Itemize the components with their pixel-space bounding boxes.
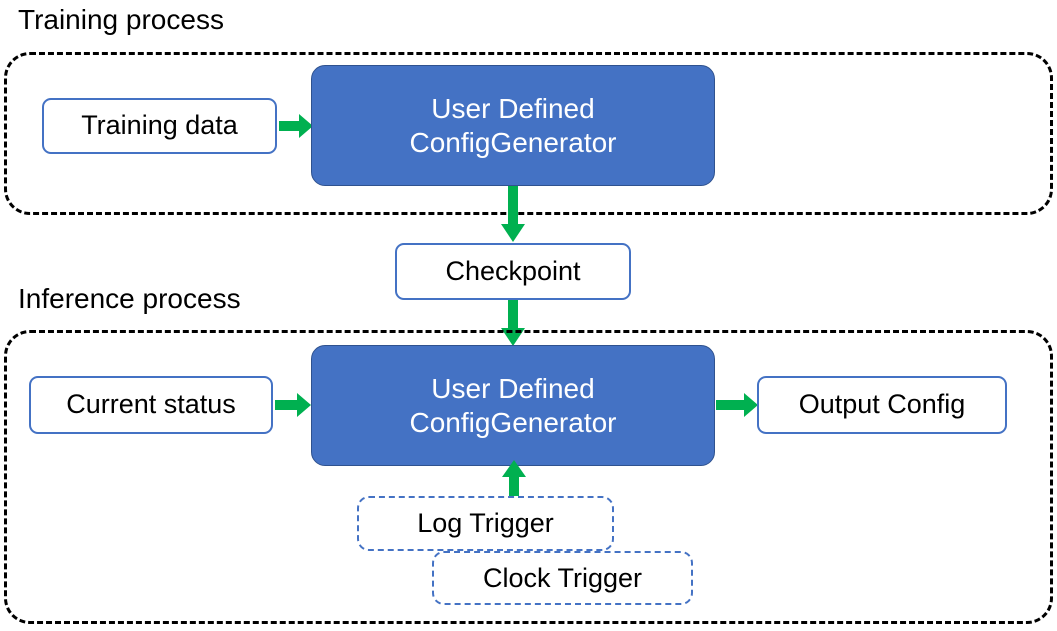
inference-config-generator-box[interactable]: User Defined ConfigGenerator xyxy=(311,345,715,466)
checkpoint-box[interactable]: Checkpoint xyxy=(395,243,631,300)
arrow-current-status-to-generator xyxy=(275,391,313,419)
inference-process-title: Inference process xyxy=(18,283,241,314)
arrow-checkpoint-to-inference-generator xyxy=(499,300,527,348)
training-process-title: Training process xyxy=(18,4,224,35)
arrow-generator-to-checkpoint xyxy=(499,186,527,244)
log-trigger-box[interactable]: Log Trigger xyxy=(357,496,614,551)
arrow-generator-to-output-config xyxy=(716,391,760,419)
training-config-generator-box[interactable]: User Defined ConfigGenerator xyxy=(311,65,715,186)
arrow-training-data-to-generator xyxy=(279,112,315,140)
training-process-container xyxy=(4,52,1053,215)
output-config-box[interactable]: Output Config xyxy=(757,376,1007,434)
training-data-box[interactable]: Training data xyxy=(42,98,277,154)
training-generator-line-1: User Defined xyxy=(431,93,595,125)
inference-process-container xyxy=(4,330,1053,624)
training-generator-line-2: ConfigGenerator xyxy=(409,126,617,158)
inference-generator-line-1: User Defined xyxy=(431,373,595,405)
current-status-box[interactable]: Current status xyxy=(29,376,273,434)
inference-generator-line-2: ConfigGenerator xyxy=(409,406,617,438)
arrow-triggers-to-generator xyxy=(500,460,528,500)
clock-trigger-box[interactable]: Clock Trigger xyxy=(432,551,693,605)
